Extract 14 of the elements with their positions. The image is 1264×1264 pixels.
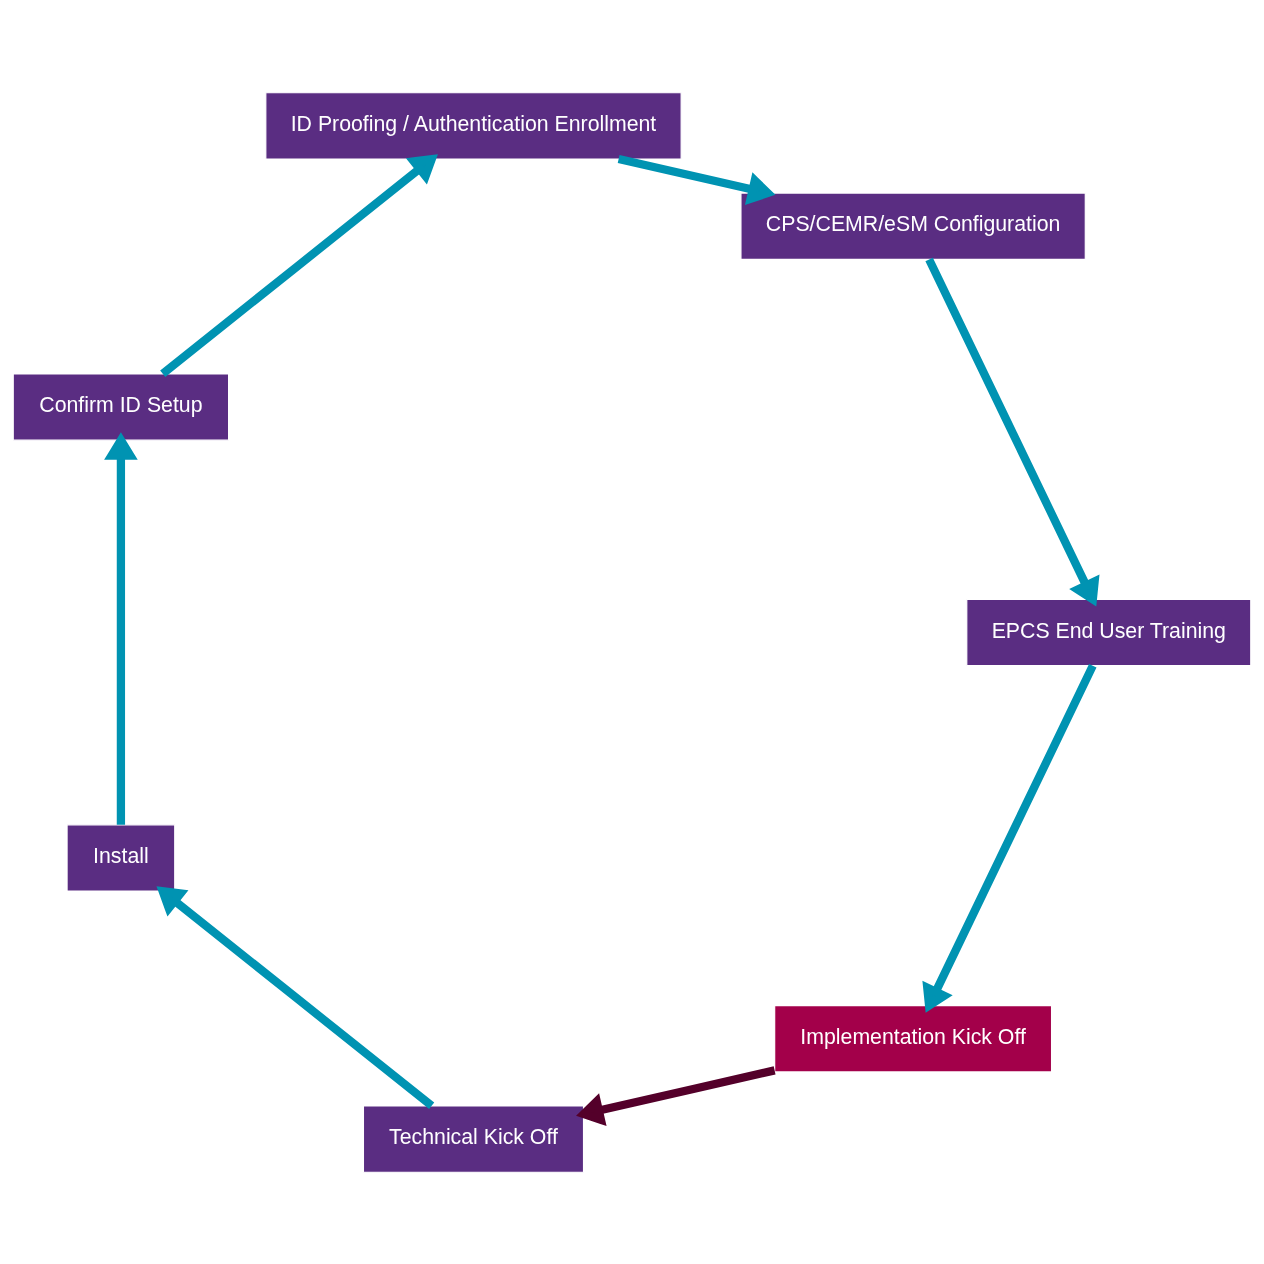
node-box: EPCS End User Training [966, 598, 1252, 666]
arrow [922, 663, 1097, 1013]
node-box: Implementation Kick Off [774, 1004, 1053, 1072]
node-box: Install [66, 823, 176, 892]
arrow [576, 1065, 776, 1126]
node-box: ID Proofing / Authentication Enrollment [265, 91, 682, 160]
arrow [617, 154, 776, 205]
arrow [104, 431, 138, 825]
node-box: Confirm ID Setup [12, 372, 230, 441]
node-box: Technical Kick Off [362, 1104, 585, 1173]
arrow [925, 257, 1100, 606]
arrow [156, 885, 435, 1109]
node-box: CPS/CEMR/eSM Configuration [740, 192, 1086, 260]
arrow [160, 153, 438, 377]
